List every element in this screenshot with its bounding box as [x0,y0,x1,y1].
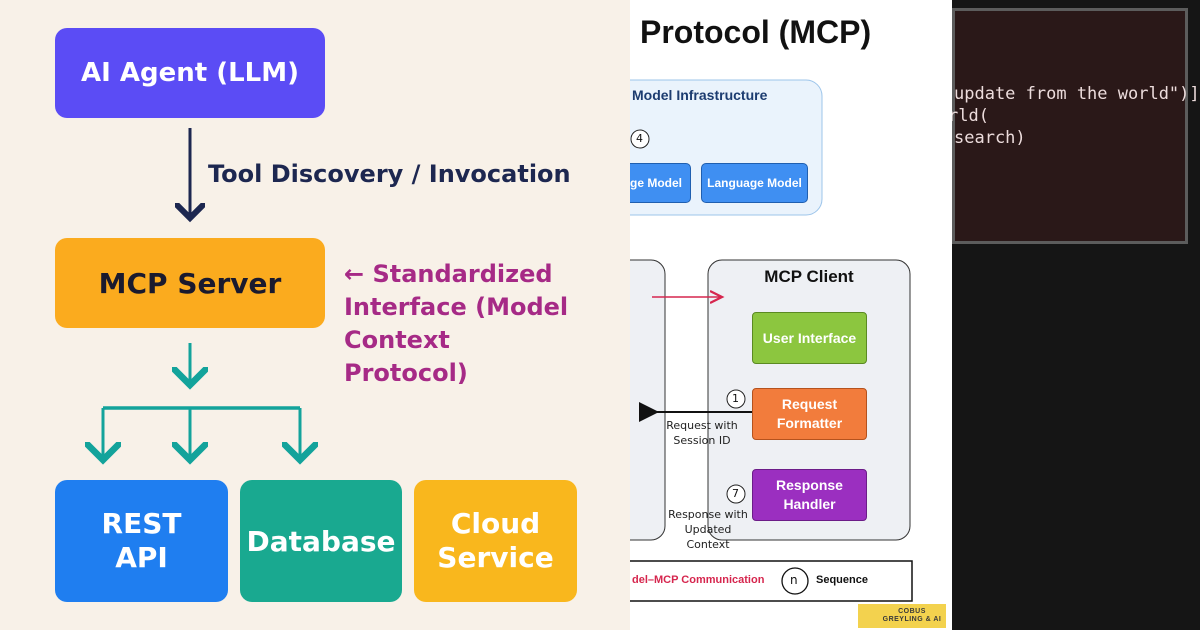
tool-discovery-label: Tool Discovery / Invocation [208,160,571,188]
user-interface-box: User Interface [752,312,867,364]
language-model-box-left: ge Model [630,163,691,203]
response-handler-box: Response Handler [752,469,867,521]
rest-api-label: REST API [101,507,182,574]
cloud-service-box: Cloud Service [414,480,577,602]
database-label: Database [246,524,396,558]
mcp-client-diagram: Protocol (MCP) Model Infrastructure 4 ge… [630,0,952,630]
code-line-3: search) [954,128,1026,148]
response-handler-label: Response Handler [776,477,843,512]
left-arrows [0,128,630,630]
model-infrastructure-title: Model Infrastructure [632,87,768,103]
cloud-service-label: Cloud Service [437,507,554,574]
standardized-interface-note: ← Standardized Interface (Model Context … [344,260,569,387]
code-line-2: rld( [952,106,989,126]
user-interface-label: User Interface [762,330,857,346]
code-panel: update from the world")] rld( search) [952,0,1200,630]
code-line-1: update from the world")] [954,84,1200,104]
step7-number: 7 [732,487,739,500]
language-model-left-label: ge Model [630,176,682,190]
step1-circle [726,389,746,409]
request-formatter-label: Request Formatter [776,396,843,431]
ai-agent-label: AI Agent (LLM) [81,58,299,88]
ai-agent-box: AI Agent (LLM) [55,28,325,118]
watermark-text: COBUS GREYLING & AI [882,608,942,623]
server-container [630,259,666,541]
mcp-server-box: MCP Server [55,238,325,328]
legend-sequence-number: n [790,573,798,587]
request-with-session-label: Request with Session ID [666,419,738,447]
request-formatter-box: Request Formatter [752,388,867,440]
code-window [952,8,1188,244]
legend-sequence-circle [781,567,809,595]
step4-circle [630,129,650,149]
language-model-right-label: Language Model [707,176,802,190]
rest-api-box: REST API [55,480,228,602]
legend-box [630,560,913,602]
step4-number: 4 [636,132,643,145]
database-box: Database [240,480,402,602]
language-model-box-right: Language Model [701,163,808,203]
step1-number: 1 [732,392,739,405]
mcp-architecture-diagram: AI Agent (LLM) Tool Discovery / Invocati… [0,0,630,630]
legend-sequence-label: Sequence [816,574,868,586]
step7-circle [726,484,746,504]
mcp-client-title: MCP Client [764,267,854,286]
legend-communication-label: del–MCP Communication [632,574,765,586]
mcp-server-label: MCP Server [98,266,282,300]
diagram-title: Protocol (MCP) [640,14,872,50]
cobus-greyling-watermark: COBUS GREYLING & AI [858,604,946,628]
response-with-context-label: Response with Updated Context [668,508,748,551]
